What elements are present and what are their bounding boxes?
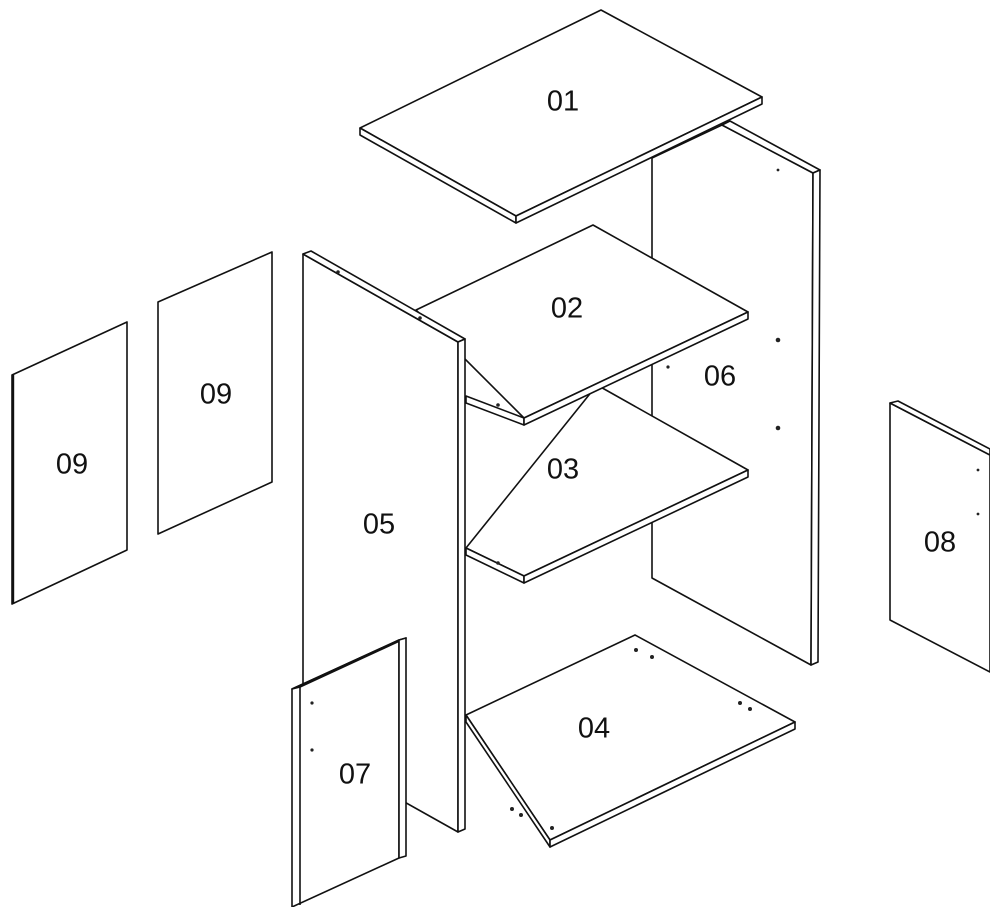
back-panel: 08 <box>889 400 990 673</box>
part-label-09-front: 09 <box>56 449 88 481</box>
part-label-07: 07 <box>339 759 371 791</box>
bottom-panel: 04 <box>465 634 796 848</box>
part-label-03: 03 <box>547 454 579 486</box>
door-front: 09 <box>11 321 128 605</box>
shelf-upper: 02 <box>415 224 749 426</box>
side-panel-right: 06 <box>651 120 821 666</box>
shelf-middle: 03 <box>465 384 749 584</box>
top-panel: 01 <box>359 9 763 224</box>
door-rear: 09 <box>157 251 273 535</box>
part-label-02: 02 <box>551 293 583 325</box>
part-label-04: 04 <box>578 713 610 745</box>
plinth-front: 07 <box>291 637 407 907</box>
part-label-05: 05 <box>363 509 395 541</box>
part-label-06: 06 <box>704 361 736 393</box>
part-label-08: 08 <box>924 527 956 559</box>
part-label-09-rear: 09 <box>200 379 232 411</box>
part-label-01: 01 <box>547 86 579 118</box>
